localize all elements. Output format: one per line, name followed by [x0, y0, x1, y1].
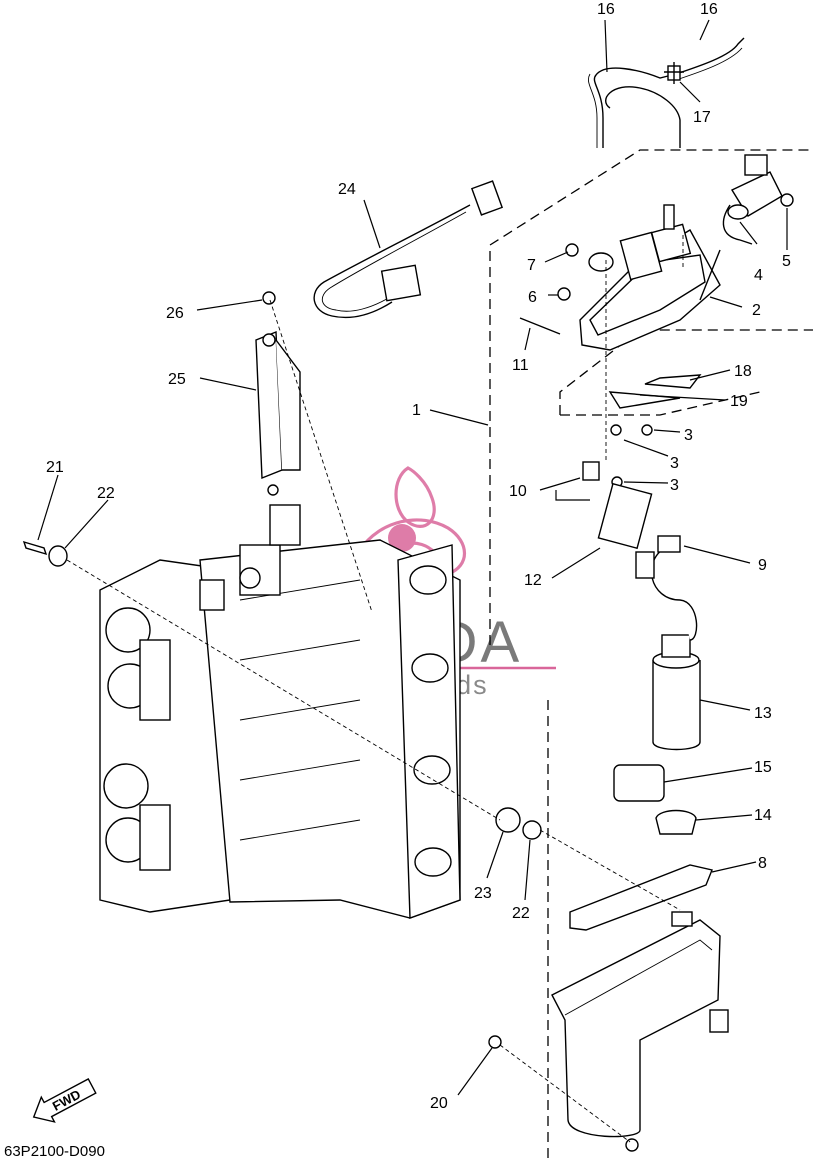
gasket: [569, 864, 713, 931]
callout-22-a: 22: [97, 485, 115, 502]
callout-22-b: 22: [512, 905, 530, 922]
callout-26: 26: [166, 305, 184, 322]
callout-3-a: 3: [684, 427, 693, 444]
fuel-hose: [588, 37, 745, 148]
callout-14: 14: [754, 807, 772, 824]
vapor-separator-cover: [579, 204, 721, 351]
electric-fuel-pump: [635, 535, 701, 751]
callout-1: 1: [412, 402, 421, 419]
callout-9: 9: [758, 557, 767, 574]
callout-5: 5: [782, 253, 791, 270]
wire-harness: [313, 180, 504, 319]
callout-16-b: 16: [700, 1, 718, 18]
callout-8: 8: [758, 855, 767, 872]
callout-4: 4: [754, 267, 763, 284]
callout-11: 11: [512, 357, 529, 374]
callout-3-c: 3: [670, 477, 679, 494]
callout-3-b: 3: [670, 455, 679, 472]
callout-13: 13: [754, 705, 772, 722]
float-chamber: [488, 911, 729, 1152]
fuel-rail: [255, 330, 301, 496]
callout-21: 21: [46, 459, 64, 476]
grommet-and-washer: [495, 807, 542, 840]
callout-23: 23: [474, 885, 492, 902]
fuel-pump-bracket-and-filter: [582, 461, 697, 835]
pressure-regulator: [722, 154, 783, 245]
callout-18: 18: [734, 363, 752, 380]
fwd-label: FWD: [50, 1087, 83, 1114]
callout-20: 20: [430, 1095, 448, 1112]
fwd-arrow-icon: FWD: [32, 1078, 97, 1123]
callout-15: 15: [754, 759, 772, 776]
callout-6: 6: [528, 289, 537, 306]
callout-16-a: 16: [597, 1, 615, 18]
callout-7: 7: [527, 257, 536, 274]
callout-12: 12: [524, 572, 542, 589]
left-bolt-and-washer: [22, 540, 68, 567]
callout-25: 25: [168, 371, 186, 388]
leader-lines: [37, 19, 788, 1096]
assembly-boundary: [489, 149, 813, 1161]
callout-10: 10: [509, 483, 527, 500]
callout-17: 17: [693, 109, 711, 126]
fasteners: [262, 193, 794, 488]
alignment-lines: [66, 235, 684, 1143]
callouts: 16 16 17 24 5 4 7 2 6 26 11 18 19 1 3 3 …: [46, 1, 791, 1112]
callout-19: 19: [730, 393, 748, 410]
callout-2: 2: [752, 302, 761, 319]
intake-manifold: [99, 504, 461, 919]
diagram-code: 63P2100-D090: [4, 1143, 105, 1160]
callout-24: 24: [338, 181, 356, 198]
